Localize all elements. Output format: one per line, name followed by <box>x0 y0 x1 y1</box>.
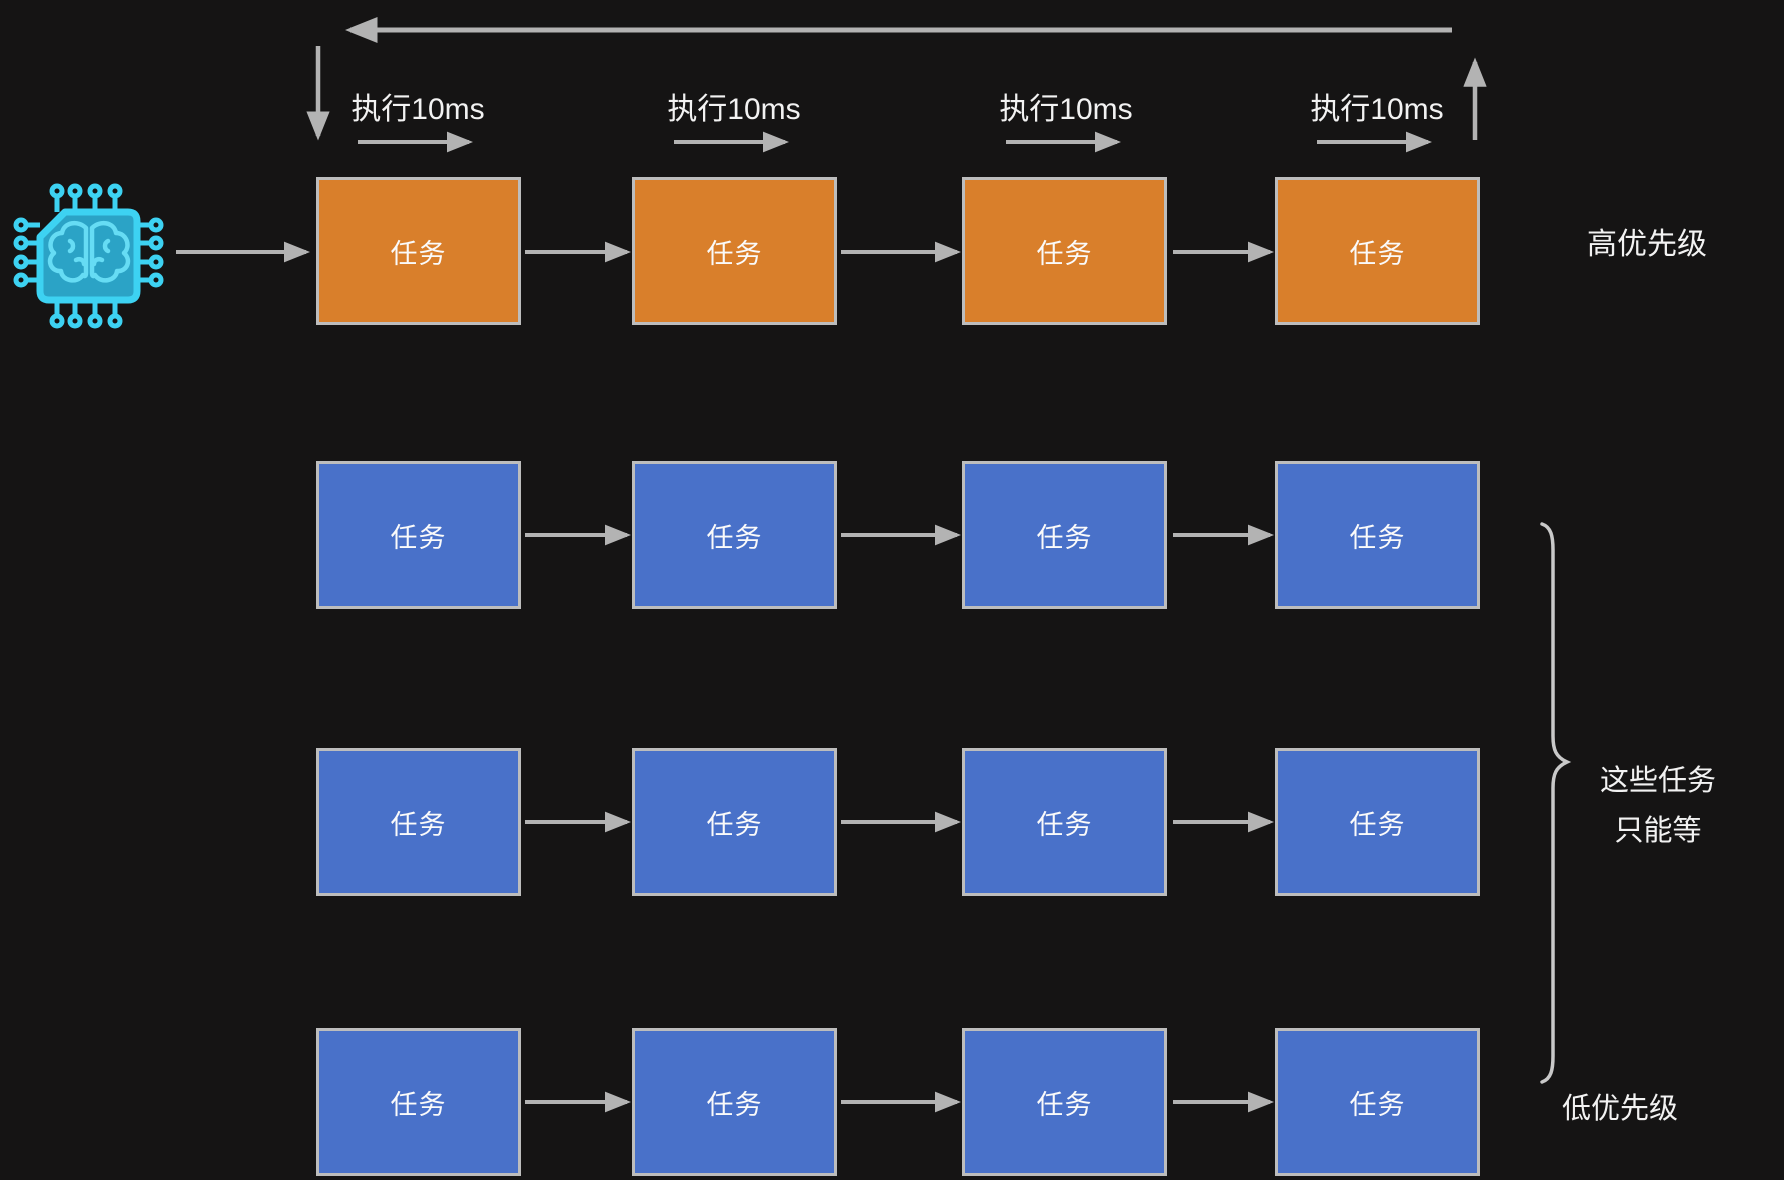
exec-time-label-3: 执行10ms <box>999 93 1133 126</box>
task-box-r2c1: 任务 <box>316 461 521 609</box>
task-label: 任务 <box>1036 522 1093 553</box>
task-label: 任务 <box>706 1089 763 1120</box>
task-box-r3c3: 任务 <box>962 748 1167 896</box>
task-label: 任务 <box>706 809 763 840</box>
task-label: 任务 <box>390 809 447 840</box>
high-priority-label: 高优先级 <box>1587 228 1707 261</box>
task-box-r3c2: 任务 <box>632 748 837 896</box>
task-box-r4c1: 任务 <box>316 1028 521 1176</box>
low-priority-label: 低优先级 <box>1562 1093 1679 1125</box>
task-label: 任务 <box>1349 522 1406 553</box>
task-label: 任务 <box>1036 809 1093 840</box>
cpu-chip-body <box>36 208 141 304</box>
task-box-r4c3: 任务 <box>962 1028 1167 1176</box>
brain-icon <box>47 220 131 283</box>
exec-time-label-1: 执行10ms <box>351 93 485 126</box>
task-label: 任务 <box>390 522 447 553</box>
grouping-brace <box>1540 522 1572 1084</box>
exec-time-label-2: 执行10ms <box>667 93 801 126</box>
task-label: 任务 <box>1036 1089 1093 1120</box>
task-box-r3c4: 任务 <box>1275 748 1480 896</box>
task-box-r4c4: 任务 <box>1275 1028 1480 1176</box>
task-label: 任务 <box>1036 238 1093 269</box>
task-box-r1c2: 任务 <box>632 177 837 325</box>
task-label: 任务 <box>1349 809 1406 840</box>
task-box-r2c3: 任务 <box>962 461 1167 609</box>
task-label: 任务 <box>1349 1089 1406 1120</box>
task-box-r3c1: 任务 <box>316 748 521 896</box>
waiting-tasks-note: 这些任务 只能等 <box>1592 756 1724 856</box>
task-box-r2c2: 任务 <box>632 461 837 609</box>
task-box-r1c4: 任务 <box>1275 177 1480 325</box>
task-label: 任务 <box>706 522 763 553</box>
waiting-tasks-note-line1: 这些任务 <box>1599 765 1716 797</box>
task-label: 任务 <box>1349 238 1406 269</box>
task-label: 任务 <box>706 238 763 269</box>
task-box-r1c3: 任务 <box>962 177 1167 325</box>
task-box-r2c4: 任务 <box>1275 461 1480 609</box>
task-box-r1c1: 任务 <box>316 177 521 325</box>
task-box-r4c2: 任务 <box>632 1028 837 1176</box>
exec-time-label-4: 执行10ms <box>1310 93 1444 126</box>
cpu-brain-chip-icon <box>13 183 164 329</box>
task-label: 任务 <box>390 1089 447 1120</box>
waiting-tasks-note-line2: 只能等 <box>1614 815 1702 847</box>
task-label: 任务 <box>390 238 447 269</box>
